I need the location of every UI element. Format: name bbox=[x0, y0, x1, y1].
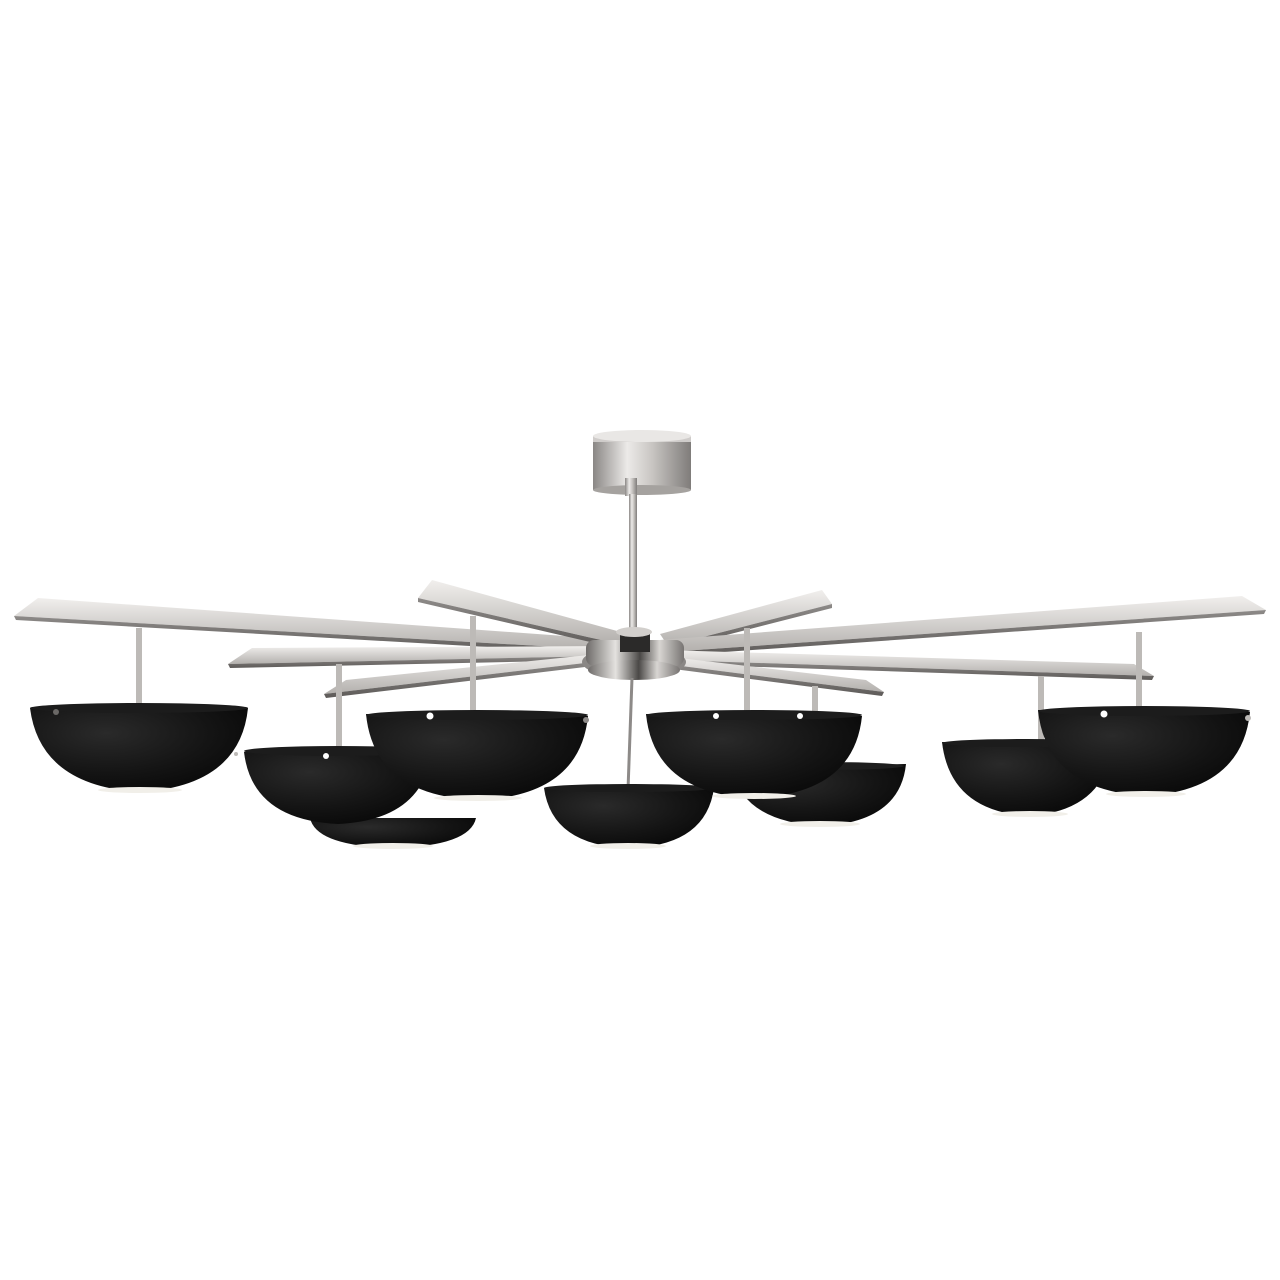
downrod bbox=[625, 478, 637, 634]
arm-right-mid bbox=[664, 650, 1154, 676]
arm-back-right bbox=[660, 590, 832, 646]
shade-left-lower bbox=[310, 818, 476, 849]
center-hub bbox=[582, 627, 686, 791]
arm-left-mid bbox=[228, 646, 612, 664]
shade-inner-right bbox=[646, 710, 862, 799]
shade-center bbox=[544, 784, 714, 849]
arm-right-low bbox=[662, 656, 884, 692]
arm-far-left bbox=[14, 598, 620, 650]
chandelier-arms bbox=[14, 580, 1266, 698]
shade-far-left bbox=[30, 703, 248, 793]
shade-inner-left bbox=[366, 710, 589, 801]
shade-far-right bbox=[1038, 706, 1251, 797]
arm-back-left bbox=[418, 580, 628, 644]
shades bbox=[30, 703, 1251, 849]
arm-far-right bbox=[660, 596, 1266, 652]
ceiling-canopy bbox=[593, 430, 691, 495]
